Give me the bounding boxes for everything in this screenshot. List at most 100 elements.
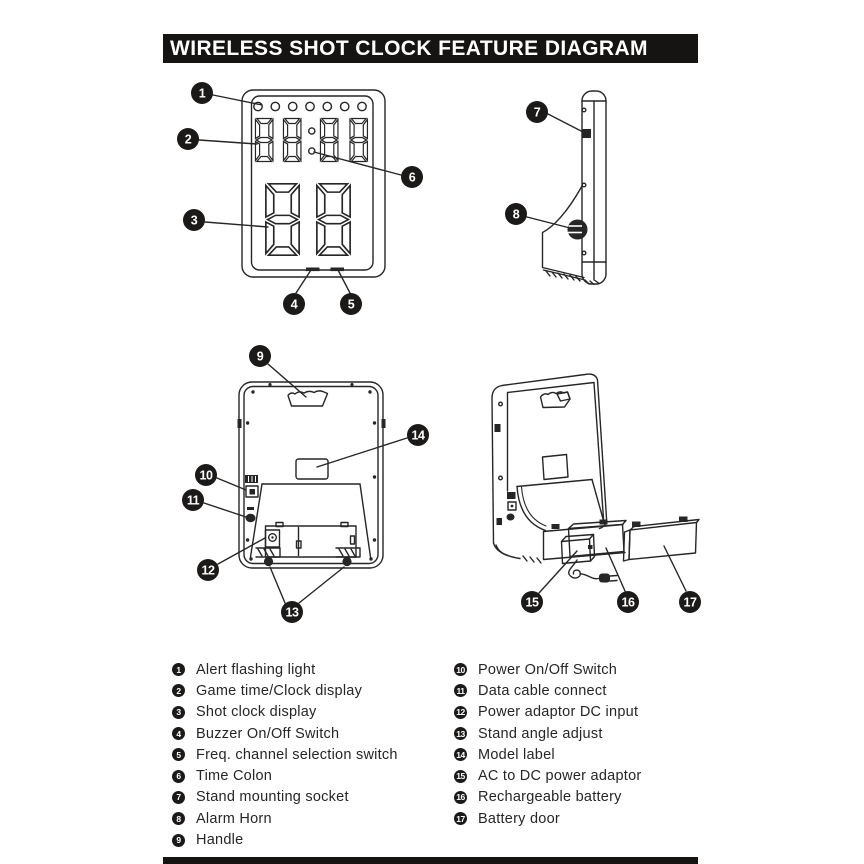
front-outer-case [241,89,386,278]
shot-clock-display [265,182,351,257]
legend-bullet: 7 [172,790,185,804]
svg-text:16: 16 [622,595,635,609]
angled-inner-panel [495,381,605,557]
legend-item-8: 8 Alarm Horn [172,808,398,829]
back-stand-bracket [249,483,372,558]
legend-label: Stand angle adjust [478,725,603,742]
legend-label: Freq. channel selection switch [196,746,398,763]
angled-handle-cutout [539,391,571,409]
callout-6: 6 [401,166,423,188]
svg-text:8: 8 [513,207,520,221]
callout-4: 4 [283,293,305,315]
legend-label: Time Colon [196,768,273,785]
callout-3: 3 [183,209,205,231]
legend-bullet: 2 [172,684,185,698]
legend-bullet: 13 [454,727,467,741]
legend-bullet: 3 [172,705,185,719]
legend-item-4: 4 Buzzer On/Off Switch [172,723,398,744]
angled-stand-bracket [516,478,605,532]
stand-angle-adjust-right [335,547,361,567]
callout-10: 10 [195,464,217,486]
callout-13: 13 [281,601,303,623]
alert-flashing-lights [253,101,367,112]
battery-door [622,516,700,562]
svg-text:15: 15 [526,595,539,609]
stand-mounting-socket [582,129,591,138]
side-view [541,90,607,286]
legend-bullet: 12 [454,705,467,719]
legend-item-6: 6 Time Colon [172,765,398,786]
callout-8: 8 [505,203,527,225]
legend-bullet: 6 [172,769,185,783]
callout-9: 9 [249,345,271,367]
legend-bullet: 15 [454,769,467,783]
side-seams [581,100,607,281]
legend-column-left: 1 Alert flashing light 2 Game time/Clock d… [172,659,398,851]
legend-label: Buzzer On/Off Switch [196,725,340,742]
svg-text:10: 10 [200,468,213,482]
back-view [237,381,386,569]
legend-label: Alarm Horn [196,810,272,827]
legend-bullet: 5 [172,748,185,762]
battery-view [491,373,700,583]
callout-14: 14 [407,424,429,446]
time-colon [307,127,316,155]
power-switch [245,475,259,498]
svg-text:4: 4 [291,297,298,311]
callout-17: 17 [679,591,701,613]
stand-angle-adjust-left [255,547,281,567]
legend-bullet: 9 [172,833,185,847]
next-section-bar [163,857,698,864]
legend-item-12: 12 Power adaptor DC input [454,702,641,723]
alarm-horn [567,219,588,240]
handle-cutout [287,390,329,407]
legend-label: Power adaptor DC input [478,704,639,721]
svg-text:17: 17 [684,595,697,609]
freq-channel-switch [330,267,344,272]
side-hatching [545,270,600,286]
angled-switch-stack [506,492,517,521]
callout-2: 2 [177,128,199,150]
angled-hatching [522,555,542,564]
svg-text:7: 7 [534,105,541,119]
side-screws [581,107,587,256]
callout-11: 11 [182,489,204,511]
svg-text:5: 5 [348,297,355,311]
legend-label: Game time/Clock display [196,682,363,699]
legend-bullet: 1 [172,663,185,677]
callout-12: 12 [197,559,219,581]
legend-label: Power On/Off Switch [478,661,618,678]
legend-bullet: 17 [454,812,467,826]
callout-1: 1 [191,82,213,104]
back-inner-panel [243,385,379,565]
legend-bullet: 10 [454,663,467,677]
power-cord-plug [568,559,618,583]
legend-bullet: 4 [172,727,185,741]
legend-item-15: 15 AC to DC power adaptor [454,765,641,786]
svg-text:9: 9 [257,349,264,363]
data-cable-connector [245,507,256,523]
svg-text:2: 2 [185,132,192,146]
legend-item-1: 1 Alert flashing light [172,659,398,680]
legend-label: Rechargeable battery [478,789,622,806]
svg-text:12: 12 [202,563,215,577]
front-view [241,89,386,278]
legend-label: Model label [478,746,555,763]
legend-bullet: 8 [172,812,185,826]
legend-item-5: 5 Freq. channel selection switch [172,744,398,765]
callout-5: 5 [340,293,362,315]
back-side-socket-left [237,419,242,428]
model-label [295,458,329,480]
callout-16: 16 [617,591,639,613]
legend-label: AC to DC power adaptor [478,768,642,785]
svg-text:1: 1 [199,86,206,100]
legend-label: Alert flashing light [196,661,316,678]
svg-text:3: 3 [191,213,198,227]
